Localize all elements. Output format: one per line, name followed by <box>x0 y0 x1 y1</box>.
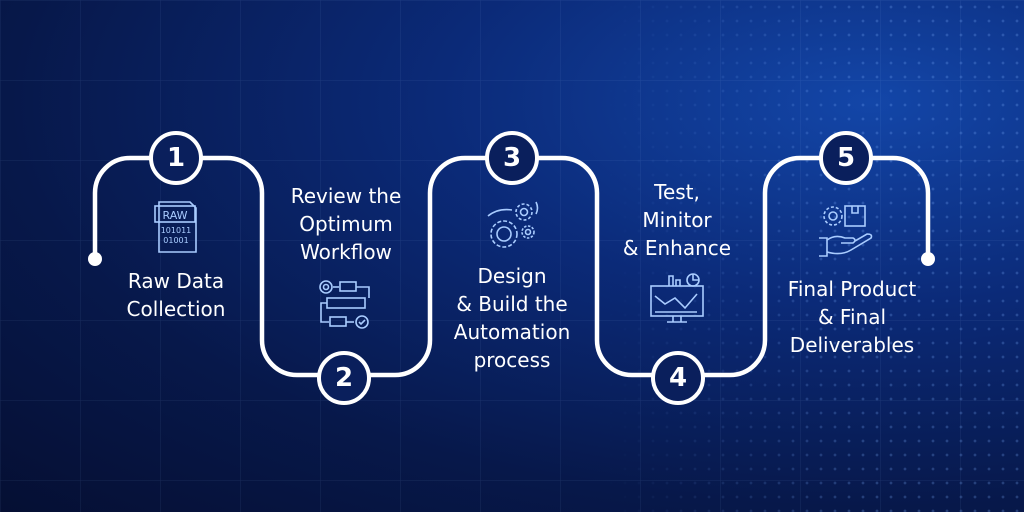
step-2-number: 2 <box>317 351 371 405</box>
workflow-icon <box>319 280 370 329</box>
step-3-line-1: Design <box>477 264 547 288</box>
step-5-number: 5 <box>819 131 873 185</box>
step-2-label: Review the Optimum Workflow <box>291 182 402 266</box>
raw-bits-line-2: 01001 <box>163 236 188 245</box>
step-1-label: Raw Data Collection <box>127 267 226 323</box>
step-3-number: 3 <box>485 131 539 185</box>
background-dots <box>604 0 1024 512</box>
step-5-label: Final Product & Final Deliverables <box>788 275 916 359</box>
step-4-line-2: Minitor <box>642 208 712 232</box>
raw-data-icon: RAW 101011 01001 <box>154 201 197 253</box>
raw-bits-line-1: 101011 <box>161 226 192 235</box>
step-5-line-2: & Final <box>817 305 887 329</box>
step-3-line-3: Automation <box>453 320 571 344</box>
step-1-line-1: Raw Data <box>127 269 225 293</box>
step-4-line-3: & Enhance <box>622 236 732 260</box>
hand-box-icon <box>819 205 873 257</box>
step-1-line-2: Collection <box>126 297 226 321</box>
step-2-line-2: Optimum <box>299 212 393 236</box>
path-start-dot <box>88 252 102 266</box>
raw-tag-text: RAW <box>163 209 188 222</box>
path-end-dot <box>921 252 935 266</box>
step-4-label: Test, Minitor & Enhance <box>623 178 731 262</box>
step-3-line-4: process <box>473 348 551 372</box>
step-5-line-1: Final Product <box>787 277 917 301</box>
step-3-label: Design & Build the Automation process <box>454 262 570 374</box>
step-2-line-3: Workflow <box>300 240 392 264</box>
step-2-line-1: Review the <box>290 184 402 208</box>
gears-icon <box>487 201 539 248</box>
monitor-chart-icon <box>650 273 704 323</box>
step-5-line-3: Deliverables <box>789 333 915 357</box>
step-3-line-2: & Build the <box>456 292 568 316</box>
step-4-line-1: Test, <box>654 180 700 204</box>
step-1-number: 1 <box>149 131 203 185</box>
step-4-number: 4 <box>651 351 705 405</box>
